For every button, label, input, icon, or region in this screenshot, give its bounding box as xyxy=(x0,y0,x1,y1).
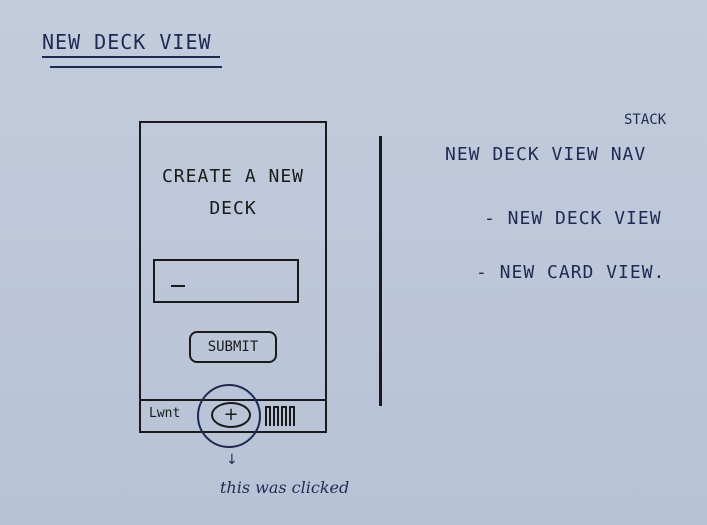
screen-title: CREATE A NEW DECK xyxy=(161,166,305,219)
arrow-down-icon: ↓ xyxy=(226,452,238,468)
bars-icon[interactable] xyxy=(265,406,301,426)
sketch-title: NEW DECK VIEW xyxy=(42,30,212,54)
submit-button[interactable]: SUBMIT xyxy=(189,331,277,363)
stack-label: STACK xyxy=(624,112,667,128)
deck-name-input[interactable] xyxy=(153,259,299,303)
annotation-note: this was clicked xyxy=(220,478,350,497)
nav-item-new-deck-view: - NEW DECK VIEW xyxy=(484,208,662,229)
title-underline xyxy=(42,56,220,58)
vertical-divider xyxy=(379,136,382,406)
title-underline-second xyxy=(50,66,222,68)
nav-item-new-card-view: - NEW CARD VIEW. xyxy=(476,262,666,283)
tab-left-label[interactable]: Lwnt xyxy=(149,406,181,421)
nav-label: NEW DECK VIEW NAV xyxy=(445,144,647,165)
clicked-highlight-circle xyxy=(197,384,261,448)
text-cursor xyxy=(171,285,185,287)
